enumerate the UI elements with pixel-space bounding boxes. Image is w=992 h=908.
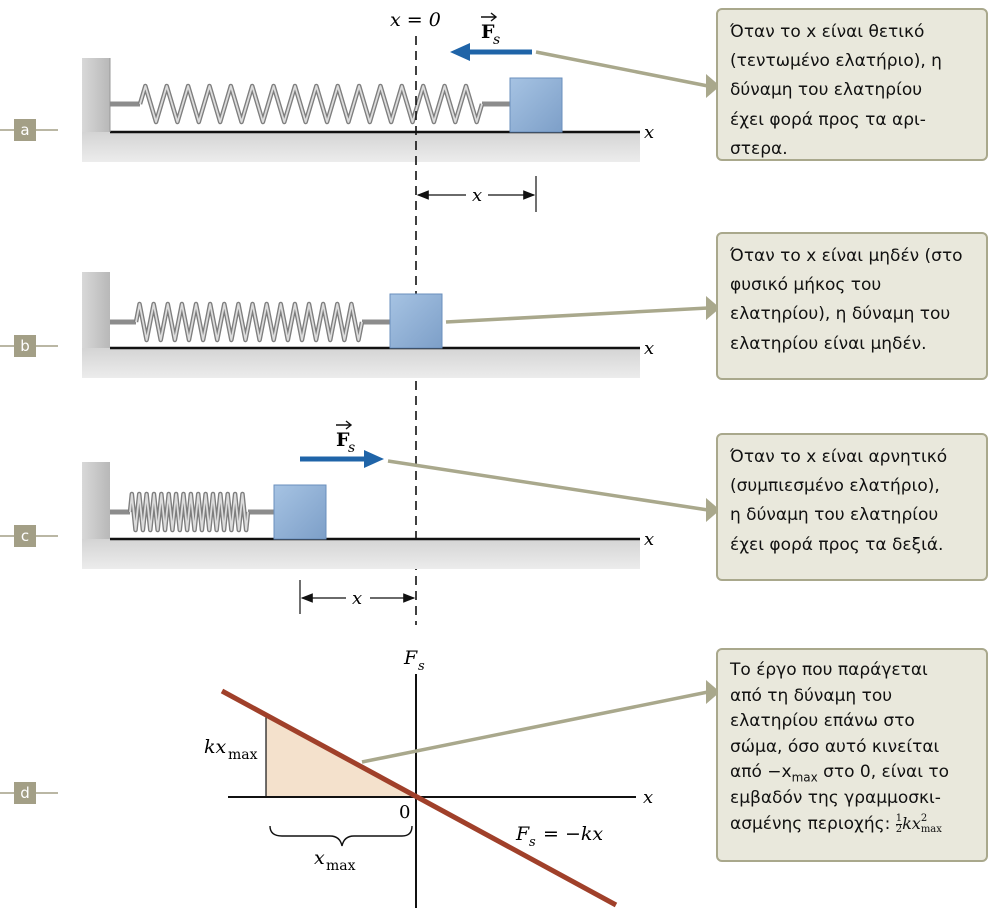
block [389, 293, 443, 349]
svg-text:s: s [493, 32, 500, 48]
svg-text:F: F [403, 647, 418, 669]
svg-text:F: F [336, 429, 350, 451]
block [509, 77, 563, 133]
panel-label-ticks [0, 129, 58, 794]
floor [82, 348, 640, 378]
displacement-label: x [352, 588, 362, 609]
force-line-label: F s = −kx [515, 823, 603, 850]
displacement-label: x [472, 185, 482, 206]
panel-label-b: b [14, 335, 36, 357]
x-axis-label: x [644, 529, 654, 550]
x-axis-label: x [644, 338, 654, 359]
callout-pointers [361, 50, 720, 764]
graph-origin: 0 [399, 802, 410, 823]
spring-relaxed [110, 301, 390, 343]
panel-d-graph: F s x 0 kx max x max F s = −kx [204, 647, 653, 908]
panel-b-scene: x [82, 272, 654, 378]
xmax-label: x max [314, 847, 356, 874]
floor [82, 539, 640, 569]
callout-a: Όταν το x είναι θετικό (τεντωμένο ελατήρ… [716, 8, 988, 161]
block [273, 484, 327, 540]
svg-text:s: s [418, 659, 425, 674]
svg-text:s: s [348, 440, 355, 456]
force-label-a: F s [481, 12, 500, 48]
svg-text:F: F [481, 21, 495, 43]
svg-text:= −kx: = −kx [543, 823, 603, 845]
panel-c-scene: x F s x [82, 420, 654, 614]
panel-label-c: c [14, 525, 36, 547]
force-label-c: F s [336, 420, 355, 456]
floor [82, 132, 640, 162]
panel-a-scene: x F s x [82, 12, 654, 212]
panel-label-a: a [14, 119, 36, 141]
callout-c: Όταν το x είναι αρνητικό (συμπιεσμένο ελ… [716, 433, 988, 581]
xmax-brace [269, 825, 413, 847]
svg-text:F: F [515, 823, 530, 845]
spring-compressed [110, 491, 274, 533]
spring-stretched [110, 83, 510, 125]
equilibrium-label: x = 0 [390, 9, 441, 31]
kxmax-label: kx max [204, 736, 258, 763]
x-axis-label: x [644, 122, 654, 143]
panel-label-d: d [14, 782, 36, 804]
force-line [220, 688, 618, 908]
graph-y-label: F s [403, 647, 425, 674]
svg-text:max: max [326, 858, 356, 874]
svg-text:x: x [314, 847, 325, 869]
svg-text:s: s [529, 835, 536, 850]
graph-x-label: x [643, 787, 653, 808]
callout-b: Όταν το x είναι μηδέν (στο φυσικό μήκος … [716, 232, 988, 380]
callout-d: Το έργο που παράγεται από τη δύναμη του … [716, 648, 988, 862]
svg-text:kx: kx [204, 736, 227, 758]
svg-text:max: max [228, 747, 258, 763]
